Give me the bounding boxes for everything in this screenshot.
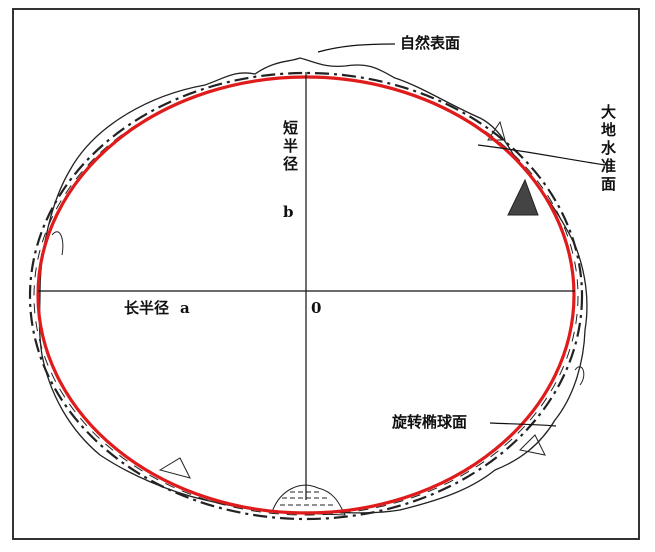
terrain-features (51, 120, 585, 516)
natural-surface-label: 自然表面 (400, 34, 461, 52)
geoid-label: 大地水准面 (599, 104, 617, 194)
semi-minor-symbol: b (283, 203, 294, 221)
geoid-leader (477, 144, 606, 166)
ellipsoid-leader (489, 422, 557, 427)
natural-surface-leader (317, 43, 396, 53)
semi-major-axis-label: 长半径 (124, 299, 170, 317)
natural-surface-outline (38, 57, 588, 514)
ellipsoid-label: 旋转椭球面 (392, 413, 468, 431)
origin-label: 0 (311, 299, 322, 317)
semi-major-symbol: a (180, 299, 190, 317)
geoid-outline (28, 71, 584, 521)
semi-minor-axis-label: 短半径 (281, 120, 299, 174)
